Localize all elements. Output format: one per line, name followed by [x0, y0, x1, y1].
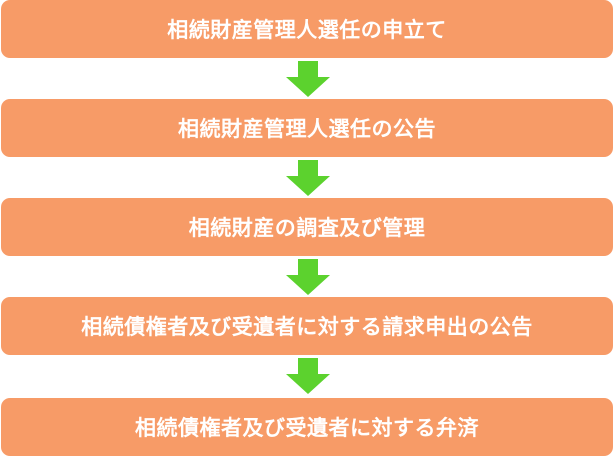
step-5-label: 相続債権者及び受遺者に対する弁済: [135, 416, 479, 440]
arrow-down-icon: [284, 358, 332, 394]
step-3-label: 相続財産の調査及び管理: [188, 216, 426, 240]
step-2-public-notice: 相続財産管理人選任の公告: [1, 99, 613, 157]
arrow-down-icon: [284, 160, 332, 196]
step-3-investigation: 相続財産の調査及び管理: [1, 198, 613, 256]
arrow-down-icon: [284, 61, 332, 97]
step-4-label: 相続債権者及び受遺者に対する請求申出の公告: [81, 315, 533, 339]
arrow-down-icon: [284, 259, 332, 295]
step-1-petition: 相続財産管理人選任の申立て: [1, 0, 613, 58]
step-5-repayment: 相続債権者及び受遺者に対する弁済: [1, 398, 613, 456]
step-2-label: 相続財産管理人選任の公告: [178, 117, 436, 141]
step-4-claim-notice: 相続債権者及び受遺者に対する請求申出の公告: [1, 297, 613, 355]
step-1-label: 相続財産管理人選任の申立て: [167, 18, 447, 42]
